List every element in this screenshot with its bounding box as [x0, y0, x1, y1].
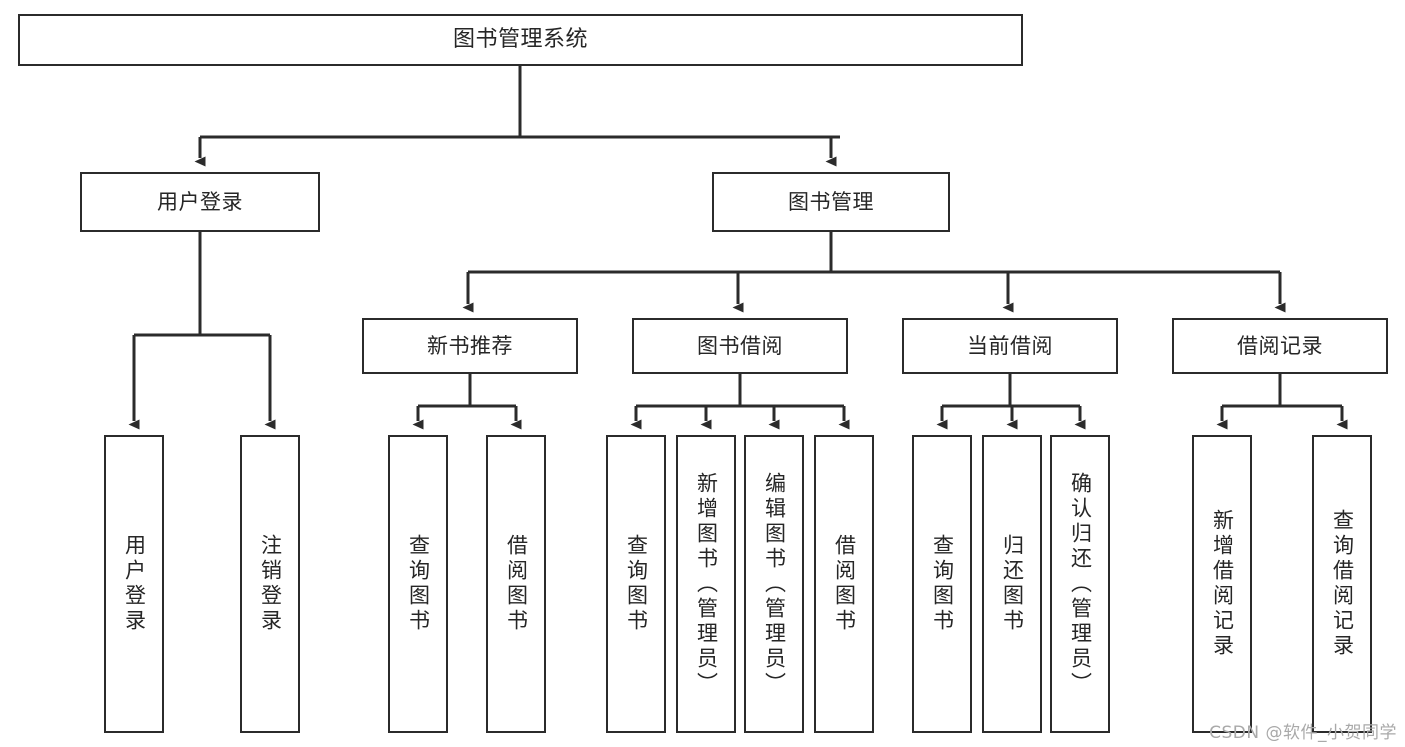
node-leaf-edit-book[interactable]: 编辑图书（管理员）: [744, 435, 804, 733]
node-leaf-user-login[interactable]: 用户登录: [104, 435, 164, 733]
node-root-label: 图书管理系统: [452, 26, 588, 52]
node-leaf-return-book[interactable]: 归还图书: [982, 435, 1042, 733]
node-borrow-record[interactable]: 借阅记录: [1172, 318, 1388, 374]
node-book-manage-label: 图书管理: [788, 189, 874, 214]
node-leaf-add-record[interactable]: 新增借阅记录: [1192, 435, 1252, 733]
node-leaf-query-book-3[interactable]: 查询图书: [912, 435, 972, 733]
node-leaf-borrow-book-1[interactable]: 借阅图书: [486, 435, 546, 733]
node-new-book-recommend-label: 新书推荐: [427, 333, 513, 358]
node-book-borrow[interactable]: 图书借阅: [632, 318, 848, 374]
node-borrow-record-label: 借阅记录: [1237, 333, 1323, 358]
watermark: CSDN @软件_小贺同学: [1209, 723, 1397, 743]
node-leaf-query-book-1-label: 查询图书: [406, 534, 431, 634]
node-book-manage[interactable]: 图书管理: [712, 172, 950, 232]
node-leaf-add-book[interactable]: 新增图书（管理员）: [676, 435, 736, 733]
node-leaf-add-record-label: 新增借阅记录: [1210, 509, 1235, 659]
node-user-login-label: 用户登录: [157, 189, 243, 214]
node-leaf-borrow-book-1-label: 借阅图书: [504, 534, 529, 634]
node-leaf-user-logout[interactable]: 注销登录: [240, 435, 300, 733]
node-leaf-query-record[interactable]: 查询借阅记录: [1312, 435, 1372, 733]
node-root[interactable]: 图书管理系统: [18, 14, 1023, 66]
node-leaf-query-book-2-label: 查询图书: [624, 534, 649, 634]
node-leaf-user-login-label: 用户登录: [122, 534, 147, 634]
node-current-borrow[interactable]: 当前借阅: [902, 318, 1118, 374]
node-leaf-user-logout-label: 注销登录: [258, 534, 283, 634]
node-book-borrow-label: 图书借阅: [697, 333, 783, 358]
node-leaf-add-book-label: 新增图书（管理员）: [694, 471, 719, 697]
node-user-login[interactable]: 用户登录: [80, 172, 320, 232]
node-leaf-return-book-label: 归还图书: [1000, 534, 1025, 634]
node-leaf-query-book-1[interactable]: 查询图书: [388, 435, 448, 733]
node-leaf-borrow-book-2-label: 借阅图书: [832, 534, 857, 634]
node-leaf-edit-book-label: 编辑图书（管理员）: [762, 471, 787, 697]
node-new-book-recommend[interactable]: 新书推荐: [362, 318, 578, 374]
node-leaf-confirm-return-label: 确认归还（管理员）: [1068, 471, 1093, 697]
node-leaf-query-book-3-label: 查询图书: [930, 534, 955, 634]
node-leaf-query-book-2[interactable]: 查询图书: [606, 435, 666, 733]
node-leaf-query-record-label: 查询借阅记录: [1330, 509, 1355, 659]
node-leaf-confirm-return[interactable]: 确认归还（管理员）: [1050, 435, 1110, 733]
node-current-borrow-label: 当前借阅: [967, 333, 1053, 358]
node-leaf-borrow-book-2[interactable]: 借阅图书: [814, 435, 874, 733]
